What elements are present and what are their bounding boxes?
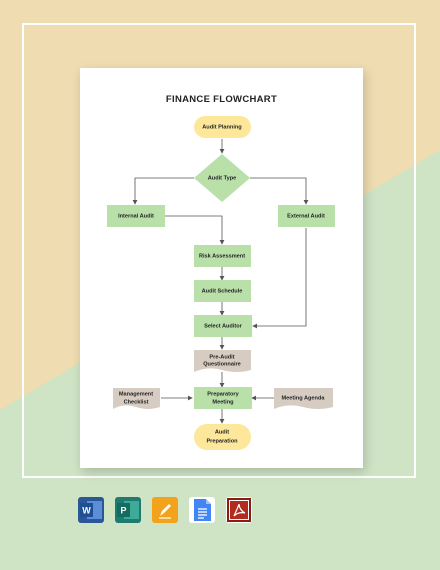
node-select-auditor: Select Auditor	[194, 315, 252, 337]
node-audit-type: Audit Type	[194, 154, 250, 202]
svg-text:W: W	[82, 506, 91, 516]
node-pre-audit-questionnaire: Pre-Audit Questionnaire	[194, 350, 251, 372]
google-docs-icon[interactable]	[189, 497, 215, 523]
node-pre-audit-label-line2: Questionnaire	[203, 361, 241, 367]
node-meeting-agenda: Meeting Agenda	[274, 388, 333, 409]
connectors	[132, 139, 309, 424]
word-icon-glyph: W	[80, 501, 102, 519]
flowchart-document: FINANCE FLOWCHART Audit Planning	[80, 68, 363, 468]
node-risk-assessment: Risk Assessment	[194, 245, 251, 267]
connector-internal-to-risk	[165, 215, 225, 245]
node-preparatory-meeting: Preparatory Meeting	[194, 387, 252, 409]
page-title: FINANCE FLOWCHART	[165, 94, 278, 105]
google-docs-glyph	[194, 499, 211, 521]
node-internal-audit-label: Internal Audit	[118, 213, 154, 219]
node-pre-audit-label-line1: Pre-Audit	[209, 354, 234, 360]
node-select-auditor-label: Select Auditor	[204, 323, 243, 329]
decorative-frame	[22, 23, 416, 478]
node-audit-planning-label: Audit Planning	[202, 124, 242, 130]
publisher-icon[interactable]: P	[115, 497, 141, 523]
connector-type-to-external	[250, 177, 309, 205]
node-audit-schedule-label: Audit Schedule	[202, 288, 243, 294]
node-audit-preparation: Audit Preparation	[194, 424, 251, 450]
node-audit-type-label: Audit Type	[208, 175, 237, 181]
node-internal-audit: Internal Audit	[107, 205, 165, 227]
node-preparatory-label-line1: Preparatory	[207, 391, 239, 397]
node-external-audit: External Audit	[278, 205, 335, 227]
node-preparatory-label-line2: Meeting	[212, 399, 234, 405]
svg-text:P: P	[120, 506, 126, 516]
connector-external-to-select	[252, 228, 307, 329]
acrobat-pdf-glyph	[227, 498, 251, 522]
pencil-icon	[152, 497, 178, 523]
connector-type-to-internal	[132, 177, 194, 205]
node-audit-schedule: Audit Schedule	[194, 280, 251, 302]
node-management-label-line1: Management	[119, 391, 153, 397]
pdf-icon[interactable]	[226, 497, 252, 523]
node-management-label-line2: Checklist	[124, 399, 149, 405]
node-audit-prep-label-line2: Preparation	[206, 438, 238, 444]
node-management-checklist: Management Checklist	[113, 388, 160, 409]
node-risk-assessment-label: Risk Assessment	[199, 253, 245, 259]
node-external-audit-label: External Audit	[287, 213, 325, 219]
pages-icon[interactable]	[152, 497, 178, 523]
file-format-icons: W P	[78, 497, 252, 525]
node-audit-planning: Audit Planning	[194, 116, 251, 138]
flowchart-diagram: Audit Planning Audit Type Internal Audit…	[107, 116, 335, 450]
node-meeting-agenda-label: Meeting Agenda	[282, 395, 326, 401]
publisher-icon-glyph: P	[117, 501, 139, 519]
node-audit-prep-label-line1: Audit	[215, 429, 229, 435]
word-icon[interactable]: W	[78, 497, 104, 523]
